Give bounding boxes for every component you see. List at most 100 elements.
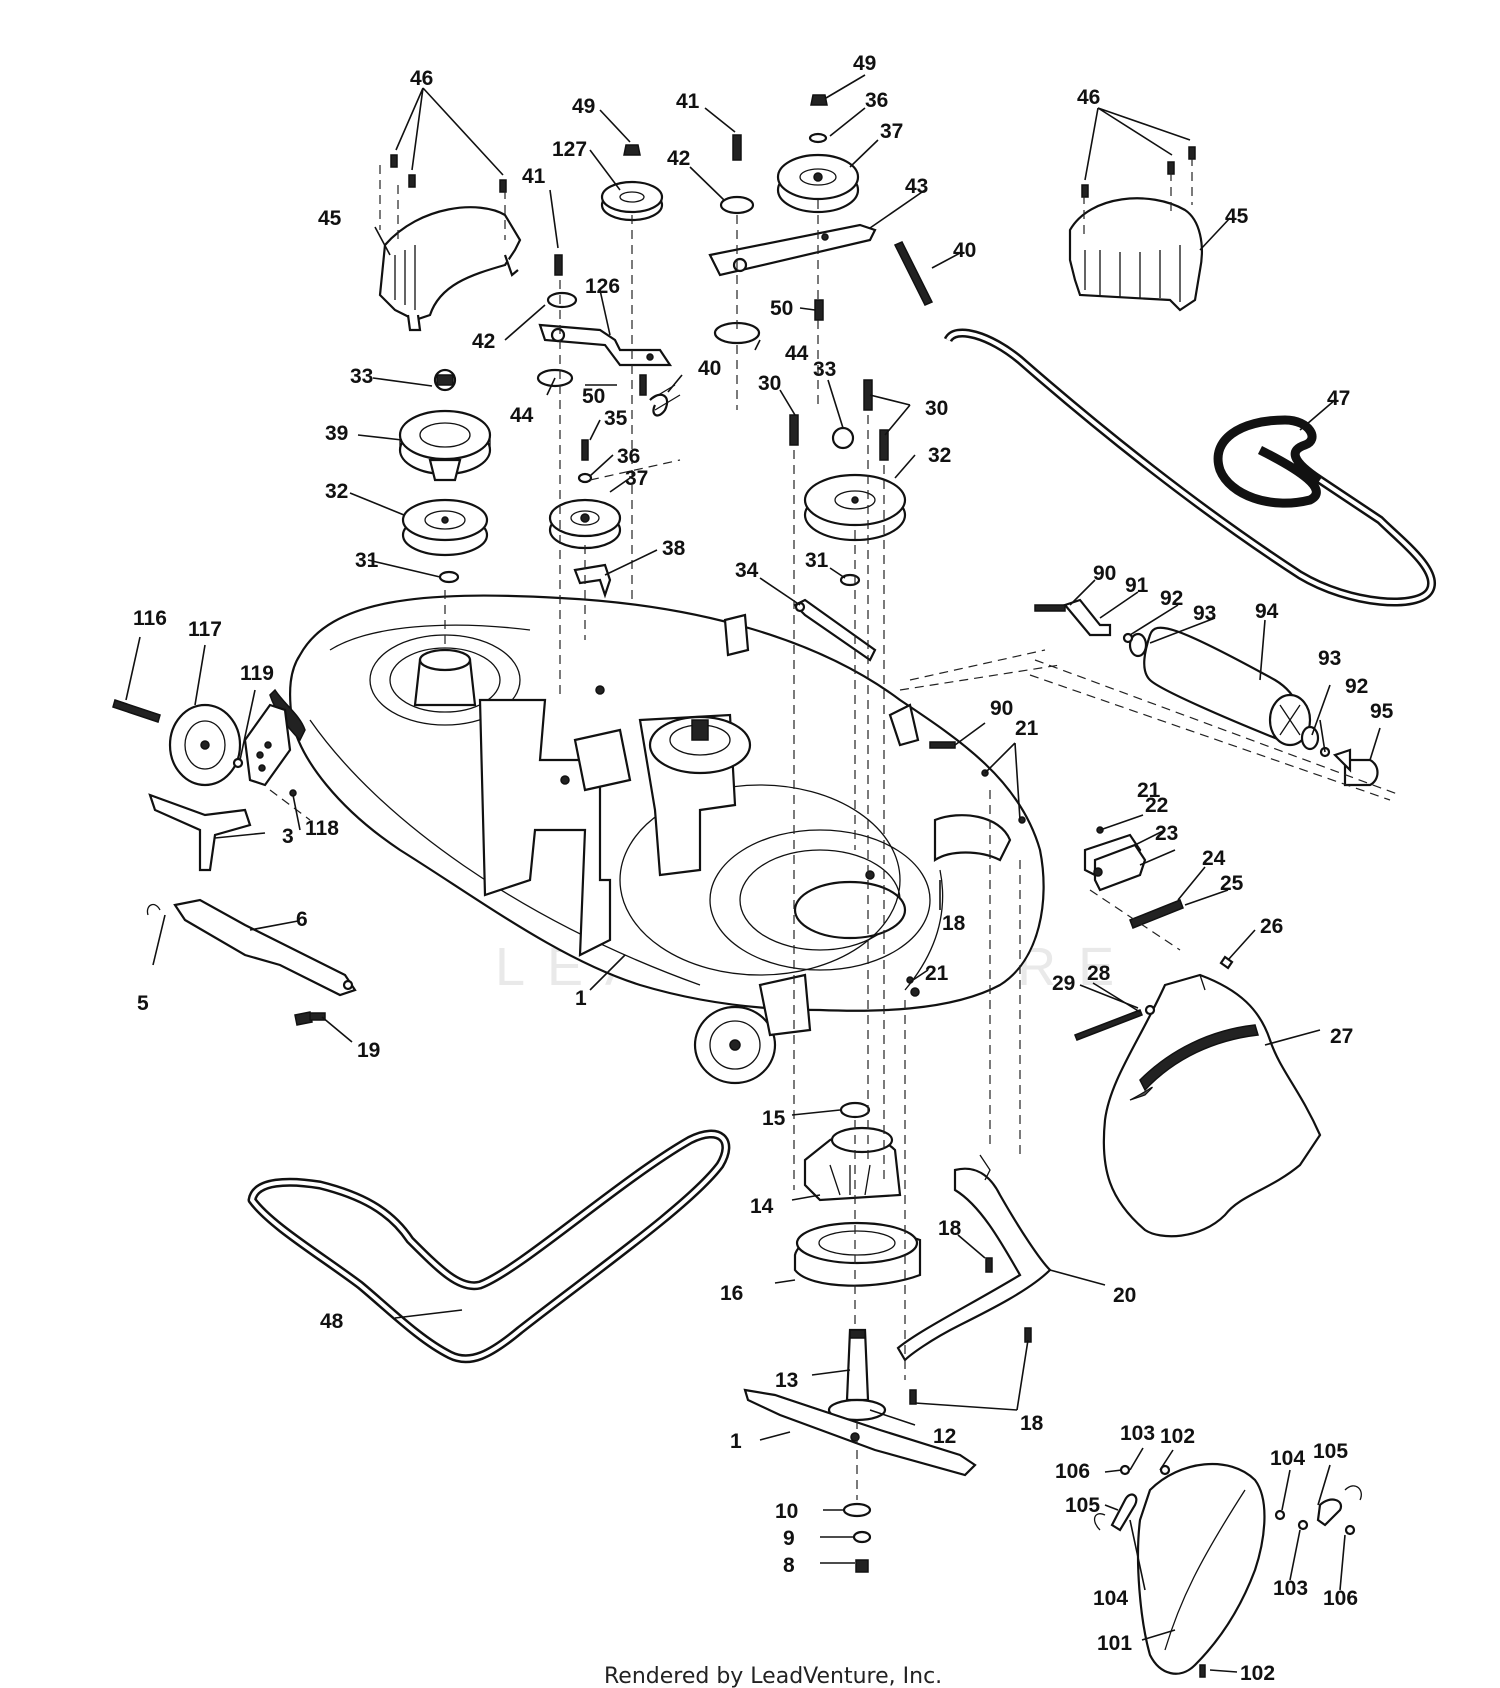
left-pulley-stack-part	[398, 368, 492, 584]
callout-50-right: 50	[770, 297, 793, 320]
callout-1-deck: 1	[575, 987, 587, 1010]
callout-90-mid: 90	[990, 697, 1013, 720]
callout-32-left: 32	[325, 480, 348, 503]
idler-pulley-37-right-part	[776, 94, 860, 214]
callout-43: 43	[905, 175, 928, 198]
screw-46-left-set	[390, 154, 507, 193]
callout-9: 9	[783, 1527, 795, 1550]
chute-roller-assembly-part	[888, 598, 1379, 787]
leader-lines	[125, 74, 1381, 1673]
idler-arm-126-part	[536, 254, 673, 396]
callout-101: 101	[1097, 1632, 1132, 1655]
callout-118: 118	[305, 817, 339, 840]
callout-8: 8	[783, 1554, 795, 1577]
callout-20: 20	[1113, 1284, 1136, 1307]
callout-92-right: 92	[1345, 675, 1368, 698]
callout-47: 47	[1327, 387, 1350, 410]
callout-33-right: 33	[813, 358, 836, 381]
callout-34: 34	[735, 559, 759, 582]
callout-29: 29	[1052, 972, 1075, 995]
callout-13: 13	[775, 1369, 798, 1392]
callout-127: 127	[552, 138, 587, 161]
bracket-34-part	[723, 598, 877, 662]
callout-48: 48	[320, 1310, 344, 1333]
callout-102-bottom: 102	[1240, 1662, 1275, 1685]
right-pulley-stack-part	[789, 379, 907, 587]
callout-21-bottom: 21	[925, 962, 949, 985]
spindle-assembly-part	[793, 1101, 922, 1422]
callout-24: 24	[1202, 847, 1226, 870]
callout-106-left: 106	[1055, 1460, 1090, 1483]
callout-103-top: 103	[1120, 1422, 1155, 1445]
callout-28: 28	[1087, 962, 1111, 985]
callout-95: 95	[1370, 700, 1394, 723]
drive-belt-47-part	[943, 328, 1437, 607]
callout-126: 126	[585, 275, 620, 298]
pulley-cover-left-part	[378, 206, 522, 332]
callout-27: 27	[1330, 1025, 1353, 1048]
callout-10: 10	[775, 1500, 798, 1523]
callout-105-right: 105	[1313, 1440, 1348, 1463]
callout-23: 23	[1155, 822, 1178, 845]
gauge-wheel-left-part	[112, 699, 297, 797]
callout-3: 3	[282, 825, 294, 848]
callout-21-right: 21	[1137, 779, 1161, 802]
callout-94: 94	[1255, 600, 1279, 623]
callout-102-top: 102	[1160, 1425, 1195, 1448]
callout-38: 38	[662, 537, 686, 560]
callout-37-top: 37	[880, 120, 903, 143]
callout-49-top: 49	[853, 52, 876, 75]
mower-deck-part	[269, 594, 1045, 1085]
callout-31-right: 31	[805, 549, 829, 572]
callout-50-left: 50	[582, 385, 605, 408]
callout-5: 5	[137, 992, 149, 1015]
callout-45-right: 45	[1225, 205, 1249, 228]
callout-104-top: 104	[1270, 1447, 1305, 1470]
pulley-cover-right-part	[1068, 146, 1203, 312]
idler-pulley-127-part	[600, 144, 664, 222]
callout-93-right: 93	[1318, 647, 1341, 670]
spring-40-part	[893, 241, 934, 306]
baffle-20-part	[896, 1154, 1052, 1405]
callout-42-left: 42	[472, 330, 495, 353]
callout-44-right: 44	[785, 342, 809, 365]
callout-106-right: 106	[1323, 1587, 1358, 1610]
callout-35: 35	[604, 407, 628, 430]
callout-6: 6	[296, 908, 308, 931]
callout-18-bottom: 18	[1020, 1412, 1044, 1435]
deck-belt-48-part	[247, 1129, 731, 1364]
callout-labels: 46 49 41 49 36 37 46 127 42 43 45 41 45 …	[133, 52, 1394, 1685]
callout-41-left: 41	[522, 165, 546, 188]
callout-36-left: 36	[617, 445, 640, 468]
callout-104-bottom: 104	[1093, 1587, 1128, 1610]
callout-90-top: 90	[1093, 562, 1116, 585]
callout-46-right: 46	[1077, 86, 1100, 109]
callout-46-left: 46	[410, 67, 433, 90]
lift-link-3-6-part	[146, 793, 357, 1026]
callout-1-blade: 1	[730, 1430, 742, 1453]
callout-21-mid: 21	[1015, 717, 1039, 740]
footer-credit: Rendered by LeadVenture, Inc.	[604, 1664, 942, 1688]
callout-37-left: 37	[625, 467, 648, 490]
callout-40-left: 40	[698, 357, 721, 380]
callout-93-top: 93	[1193, 602, 1216, 625]
idler-pulley-37-left-part	[548, 384, 681, 599]
callout-105-left: 105	[1065, 1494, 1100, 1517]
callout-91: 91	[1125, 574, 1149, 597]
callout-33-left: 33	[350, 365, 373, 388]
assembly-guide-lines	[269, 157, 1401, 1500]
callout-30-right: 30	[925, 397, 948, 420]
callout-32-right: 32	[928, 444, 951, 467]
blade-part	[743, 1388, 977, 1573]
callout-119: 119	[240, 662, 274, 685]
callout-41-top: 41	[676, 90, 700, 113]
callout-25: 25	[1220, 872, 1244, 895]
callout-44-left: 44	[510, 404, 534, 427]
callout-15: 15	[762, 1107, 786, 1130]
callout-31-left: 31	[355, 549, 379, 572]
deflector-101-part	[1093, 1462, 1362, 1678]
callout-22: 22	[1145, 794, 1168, 817]
callout-30-left: 30	[758, 372, 781, 395]
callout-19: 19	[357, 1039, 380, 1062]
